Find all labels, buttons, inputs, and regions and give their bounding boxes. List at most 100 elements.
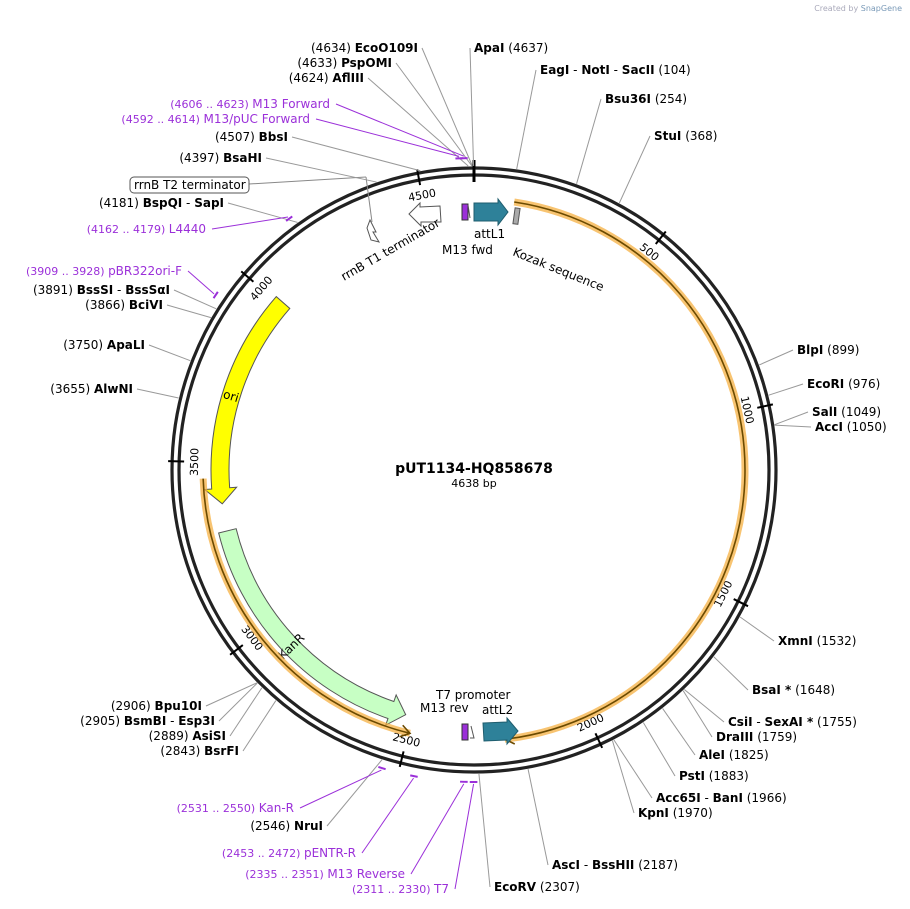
apai-site[interactable]: ApaI (4637) <box>474 41 548 55</box>
m13rev-primer[interactable]: (2335 .. 2351) M13 Reverse <box>245 867 405 881</box>
ecoo109i-site[interactable]: (4634) EcoO109I <box>311 41 418 55</box>
t7-primer[interactable]: (2311 .. 2330) T7 <box>352 882 449 896</box>
credit-prefix: Created by <box>814 4 859 13</box>
bcivi-leader <box>166 304 212 319</box>
restriction-sites: (4634) EcoO109I(4633) PspOMI(4624) AflII… <box>33 41 887 894</box>
primer-name: M13 Forward <box>252 97 330 111</box>
bspqi-site[interactable]: (4181) BspQI - SapI <box>99 196 224 210</box>
pentr-primer[interactable]: (2453 .. 2472) pENTR-R <box>222 846 356 860</box>
site-coordinate: (368) <box>681 129 717 143</box>
pspomi-site[interactable]: (4633) PspOMI <box>297 56 392 70</box>
rrnb-t1-feature[interactable] <box>408 201 442 228</box>
bpu10i-site[interactable]: (2906) Bpu10I <box>111 699 202 713</box>
tick-mark <box>654 230 667 245</box>
site-coordinate: (1532) <box>813 634 857 648</box>
aflii-site[interactable]: (4624) AflIII <box>289 71 364 85</box>
m13puc-primer[interactable]: (4592 .. 4614) M13/pUC Forward <box>121 112 310 126</box>
m13fwd-primer-leader <box>335 103 464 157</box>
sali-site[interactable]: SalI (1049) <box>812 405 881 419</box>
t7-promoter-feature[interactable] <box>470 725 475 739</box>
enzyme-name: Bsu36I <box>605 92 651 106</box>
ori-feature[interactable] <box>203 295 291 505</box>
apali-site[interactable]: (3750) ApaLI <box>63 338 145 352</box>
sali-leader <box>774 411 809 426</box>
ecorv-leader <box>478 773 491 888</box>
ecori-site[interactable]: EcoRI (976) <box>807 377 880 391</box>
site-coordinate: (4624) <box>289 71 333 85</box>
kanr-feature[interactable] <box>218 528 407 727</box>
site-coordinate: (1049) <box>837 405 881 419</box>
m13-rev-label: M13 rev <box>420 701 469 715</box>
bsu36i-site[interactable]: Bsu36I (254) <box>605 92 687 106</box>
alwni-site[interactable]: (3655) AlwNI <box>50 382 133 396</box>
acci-site[interactable]: AccI (1050) <box>815 420 887 434</box>
kanr-primer[interactable]: (2531 .. 2550) Kan-R <box>177 801 294 815</box>
enzyme-name: DraIII <box>716 730 753 744</box>
psti-leader <box>642 722 676 777</box>
rrnb-t2-label: rrnB T2 terminator <box>134 178 246 192</box>
primer-range: (4592 .. 4614) <box>121 113 203 126</box>
attl2-feature[interactable] <box>482 716 519 746</box>
primer-name: pENTR-R <box>304 846 356 860</box>
stui-site[interactable]: StuI (368) <box>654 129 717 143</box>
kpni-site[interactable]: KpnI (1970) <box>638 806 713 820</box>
m13puc-primer-leader <box>315 118 460 157</box>
bsmbi-site[interactable]: (2905) BsmBI - Esp3I <box>80 714 215 728</box>
bsrfi-site[interactable]: (2843) BsrFI <box>160 744 239 758</box>
primer-name: M13 Reverse <box>327 867 405 881</box>
asci-site[interactable]: AscI - BssHII (2187) <box>552 858 678 872</box>
csii-site[interactable]: CsiI - SexAI * (1755) <box>728 715 857 729</box>
bbsi-site[interactable]: (4507) BbsI <box>215 130 288 144</box>
rrnb-t2-callout: rrnB T2 terminator <box>129 176 373 223</box>
rrnb-t2-feature[interactable] <box>366 218 381 243</box>
m13fwd-primer[interactable]: (4606 .. 4623) M13 Forward <box>170 97 330 111</box>
m13-rev-feature[interactable] <box>461 723 469 741</box>
insert-bottom-arc[interactable] <box>202 478 411 735</box>
bsmbi-leader <box>218 682 258 722</box>
enzyme-name: AlwNI <box>94 382 133 396</box>
asisi-leader <box>229 687 263 737</box>
site-coordinate: (3655) <box>50 382 94 396</box>
nrui-leader <box>326 759 383 827</box>
attl1-feature[interactable] <box>473 197 509 227</box>
enzyme-name: AflIII <box>332 71 364 85</box>
attl2-label: attL2 <box>482 703 513 717</box>
enzyme-name: XmnI <box>778 634 813 648</box>
bsahi-site[interactable]: (4397) BsaHI <box>179 151 262 165</box>
enzyme-name: PstI <box>679 769 705 783</box>
nrui-site[interactable]: (2546) NruI <box>250 819 323 833</box>
draiii-site[interactable]: DraIII (1759) <box>716 730 797 744</box>
eagi-site[interactable]: EagI - NotI - SacII (104) <box>540 63 691 77</box>
xmni-site[interactable]: XmnI (1532) <box>778 634 856 648</box>
enzyme-name: ApaLI <box>107 338 145 352</box>
enzyme-name: BsaI * <box>752 683 792 697</box>
site-coordinate: (899) <box>823 343 859 357</box>
bsssi-leader <box>173 289 217 310</box>
tick-mark <box>229 644 244 656</box>
kozak-feature[interactable] <box>512 207 521 225</box>
blpi-site[interactable]: BlpI (899) <box>797 343 859 357</box>
alei-site[interactable]: AleI (1825) <box>699 748 769 762</box>
site-coordinate: (2187) <box>634 858 678 872</box>
enzyme-name: NruI <box>294 819 323 833</box>
asisi-site[interactable]: (2889) AsiSI <box>149 729 226 743</box>
insert-top-arc[interactable] <box>504 201 746 741</box>
primer-range: (4162 .. 4179) <box>87 223 169 236</box>
bsai-site[interactable]: BsaI * (1648) <box>752 683 835 697</box>
site-coordinate: (4633) <box>297 56 341 70</box>
acc65i-site[interactable]: Acc65I - BanI (1966) <box>656 791 787 805</box>
pbr322ori-primer[interactable]: (3909 .. 3928) pBR322ori-F <box>26 264 182 278</box>
l4440-primer[interactable]: (4162 .. 4179) L4440 <box>87 222 206 236</box>
site-coordinate: (2843) <box>160 744 204 758</box>
m13rev-primer-leader <box>410 783 465 875</box>
enzyme-name: AccI <box>815 420 843 434</box>
bcivi-site[interactable]: (3866) BciVI <box>85 298 163 312</box>
bsahi-leader <box>265 157 377 183</box>
psti-site[interactable]: PstI (1883) <box>679 769 749 783</box>
enzyme-name: EagI <box>540 63 569 77</box>
ecorv-site[interactable]: EcoRV (2307) <box>494 880 580 894</box>
m13-fwd-feature[interactable] <box>461 203 469 221</box>
bsssi-site[interactable]: (3891) BssSI - BssSαI <box>33 283 170 297</box>
site-coordinate: (104) <box>655 63 691 77</box>
